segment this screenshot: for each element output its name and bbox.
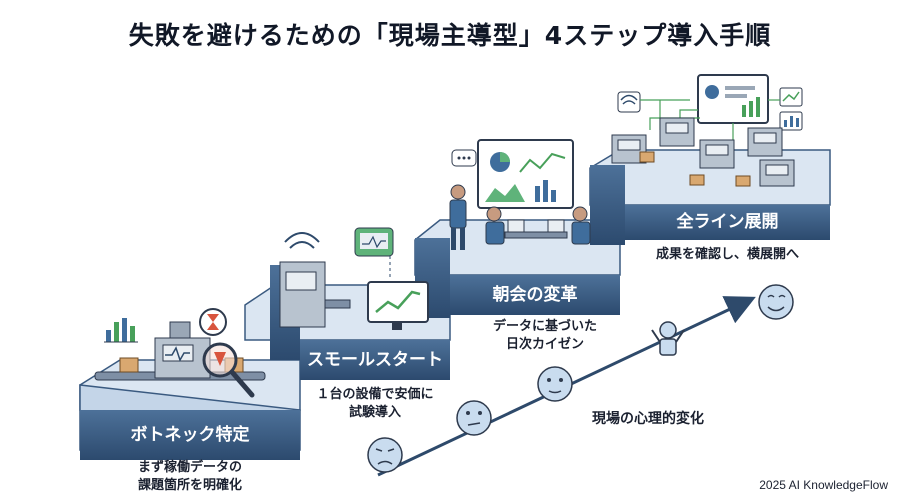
thinking-face-icon <box>456 400 492 436</box>
step-1-desc-line2: 課題箇所を明確化 <box>137 478 242 493</box>
magnifier-icon <box>202 342 255 398</box>
cheering-person-icon <box>651 321 685 356</box>
conveyor-machine-icon <box>94 321 266 381</box>
step-1-desc-line1: まず稼働データの <box>137 460 242 475</box>
step-3-description: データに基づいた 日次カイゼン <box>475 318 615 354</box>
bar-chart-icon <box>104 318 138 343</box>
step-4-description: 成果を確認し、横展開へ <box>640 246 815 264</box>
step-4-desc-line1: 成果を確認し、横展開へ <box>655 247 799 262</box>
psychology-label: 現場の心理的変化 <box>592 411 704 427</box>
workers-meeting-icon <box>449 184 591 250</box>
monitor-icon <box>367 281 429 330</box>
step-1-block <box>79 359 301 460</box>
iot-device-icon <box>354 227 394 278</box>
worried-face-icon <box>367 437 403 473</box>
sensor-machine-icon <box>279 232 351 328</box>
wifi-icon <box>617 91 641 113</box>
network-dashboard-icon <box>697 74 769 124</box>
bottleneck-warning-icon <box>199 308 227 336</box>
step-2-desc-line2: 試験導入 <box>348 405 401 420</box>
step-3-block <box>414 219 621 318</box>
neutral-face-icon <box>537 366 573 402</box>
speech-bubble-icon <box>451 149 477 167</box>
step-2-label: スモールスタート <box>307 350 443 370</box>
page-title: 失敗を避けるための「現場主導型」4ステップ導入手順 <box>128 21 772 50</box>
step-2-desc-line1: １台の設備で安価に <box>316 387 434 402</box>
side-charts-icon <box>779 87 803 131</box>
step-1-description: まず稼働データの 課題箇所を明確化 <box>110 459 270 495</box>
step-4-label: 全ライン展開 <box>676 212 779 232</box>
production-machines-icon <box>611 117 795 187</box>
step-1-label: ボトネック特定 <box>130 425 250 445</box>
happy-face-icon <box>758 284 794 320</box>
step-3-desc-line2: 日次カイゼン <box>505 337 584 352</box>
step-3-label: 朝会の変革 <box>492 285 578 305</box>
dashboard-board-icon <box>477 139 574 209</box>
credit-text: 2025 AI KnowledgeFlow <box>759 478 888 492</box>
step-2-description: １台の設備で安価に 試験導入 <box>290 386 460 422</box>
step-3-desc-line1: データに基づいた <box>492 319 597 334</box>
